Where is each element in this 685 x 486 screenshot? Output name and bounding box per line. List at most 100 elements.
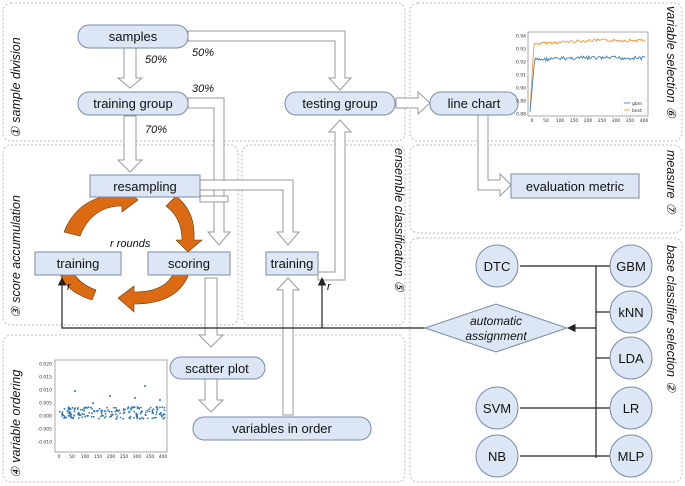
- scatter-thumb-point: [160, 411, 162, 414]
- scatter-thumb-ytick: 0.005: [39, 401, 52, 407]
- classifier-svm-label: SVM: [483, 401, 511, 416]
- scatter-thumb-point: [151, 410, 154, 413]
- scatter-thumb-point: [156, 406, 159, 408]
- scatter-thumb-point: [135, 412, 137, 415]
- scatter-thumb-point: [141, 410, 143, 413]
- scatter-thumb-point: [63, 408, 66, 410]
- cycle-arc-top: [63, 185, 139, 237]
- scatter-thumb-point: [146, 417, 149, 420]
- scatter-thumb-point: [113, 406, 115, 409]
- cycle-arc-right: [165, 195, 203, 253]
- scatter-thumb-point: [110, 410, 113, 413]
- arrow-scoring-to-scatter: [197, 277, 225, 348]
- scatter-thumb-point: [68, 408, 70, 411]
- scatter-thumb-point: [67, 414, 70, 417]
- scatter-thumb-xtick: 50: [69, 454, 75, 460]
- arrow-linechart-to-metric: [477, 113, 512, 198]
- label-pct-training-resampling: 70%: [145, 124, 167, 136]
- scatter-thumb-point: [117, 410, 119, 412]
- scatter-thumb-point: [136, 417, 139, 420]
- line-thumb-series-blue: [529, 54, 646, 113]
- scatter-thumb-ytick: -0.010: [37, 440, 52, 446]
- arrow-resampling-to-training: [199, 179, 301, 246]
- label-r-left: r: [67, 281, 72, 293]
- scatter-thumb-point: [100, 411, 103, 414]
- scatter-thumb-point: [119, 412, 121, 414]
- scatter-thumb-point: [103, 417, 106, 419]
- scatter-thumb-point: [133, 417, 135, 419]
- scatter-thumb-point: [156, 408, 159, 411]
- scatter-thumb-point: [148, 410, 151, 413]
- scatter-thumb-point: [97, 409, 99, 412]
- node-training-left: training: [34, 251, 122, 276]
- node-resampling: resampling: [89, 174, 201, 198]
- label-base-classifier-selection: base classifier selection②: [664, 245, 678, 393]
- line-thumb-legend-1: gbm: [632, 101, 642, 107]
- scatter-thumb-point: [87, 406, 90, 409]
- scatter-thumb-point: [122, 409, 125, 411]
- scatter-thumb-point: [63, 417, 65, 420]
- scatter-thumb-point: [81, 412, 84, 415]
- scatter-thumb-point: [106, 406, 108, 409]
- scatter-thumb-point: [144, 385, 146, 387]
- scatter-thumb-point: [91, 412, 93, 415]
- scatter-thumb-point: [98, 407, 101, 410]
- scatter-thumb-point: [68, 410, 71, 413]
- scatter-thumb-point: [144, 413, 147, 416]
- scatter-thumb-point: [145, 411, 147, 414]
- line-thumb-ytick: 0.88: [516, 112, 526, 118]
- scatter-thumb-point: [129, 415, 132, 418]
- scatter-thumb-point: [99, 415, 102, 418]
- scatter-thumb-xtick: 0: [58, 454, 61, 460]
- scatter-thumb-point: [160, 414, 163, 416]
- arrow-resampling-side: [199, 195, 229, 203]
- scatter-thumb-point: [73, 408, 76, 411]
- line-thumb-ytick: 0.94: [516, 34, 526, 40]
- classifier-knn: kNN: [609, 290, 653, 334]
- scatter-thumb-point: [61, 415, 64, 417]
- line-thumb-xtick: 150: [570, 118, 579, 124]
- scatter-thumb-point: [161, 406, 164, 408]
- arrow-samples-to-testing: [187, 30, 353, 91]
- scatter-thumb-point: [149, 406, 152, 409]
- node-automatic-assignment-line2: assignment: [465, 329, 527, 343]
- label-sample-division: ①sample division: [9, 37, 23, 138]
- hollow-arrows: [116, 30, 512, 416]
- scatter-thumb-point: [161, 415, 163, 418]
- label-variable-selection: variable selection⑥: [664, 6, 678, 119]
- node-variables-in-order-label: variables in order: [232, 421, 332, 436]
- label-pct-samples-training: 50%: [145, 54, 167, 66]
- node-scoring: scoring: [147, 251, 231, 276]
- node-samples: samples: [77, 24, 189, 49]
- panel-measure: [409, 144, 683, 234]
- node-testing-group-label: testing group: [302, 96, 377, 111]
- scatter-thumb-point: [83, 413, 86, 416]
- node-automatic-assignment-line1: automatic: [470, 314, 522, 328]
- scatter-thumb-point: [90, 415, 93, 418]
- scatter-thumb-point: [90, 406, 92, 409]
- scatter-thumb-point: [110, 415, 113, 418]
- scatter-thumb-point: [146, 409, 149, 412]
- scatter-thumb-point: [133, 410, 136, 413]
- scatter-thumb-point: [65, 416, 68, 419]
- classifier-svm: SVM: [475, 386, 519, 430]
- classifier-lr: LR: [609, 386, 653, 430]
- scatter-thumb-point: [69, 408, 72, 410]
- node-training-group-label: training group: [93, 96, 173, 111]
- scatter-thumb-point: [115, 418, 117, 420]
- scatter-thumb-xtick: 350: [146, 454, 155, 460]
- scatter-thumb-ytick: -0.005: [37, 427, 52, 433]
- arrow-variables-to-training: [275, 277, 301, 416]
- scatter-thumb-point: [139, 412, 142, 415]
- classifier-circles: DTC SVM NB GBM kNN LDA LR MLP: [475, 244, 653, 478]
- label-pct-samples-testing: 50%: [192, 47, 214, 59]
- label-r-rounds: r rounds: [110, 238, 151, 250]
- line-thumb-xtick: 250: [598, 118, 607, 124]
- panel-sample-division: [2, 2, 406, 142]
- label-ensemble-classification: ensemble classification⑤: [392, 148, 406, 293]
- scatter-thumb-point: [66, 410, 69, 413]
- line-thumb-xtick: 400: [640, 118, 649, 124]
- classifier-knn-label: kNN: [618, 305, 643, 320]
- scatter-thumb-point: [134, 397, 136, 399]
